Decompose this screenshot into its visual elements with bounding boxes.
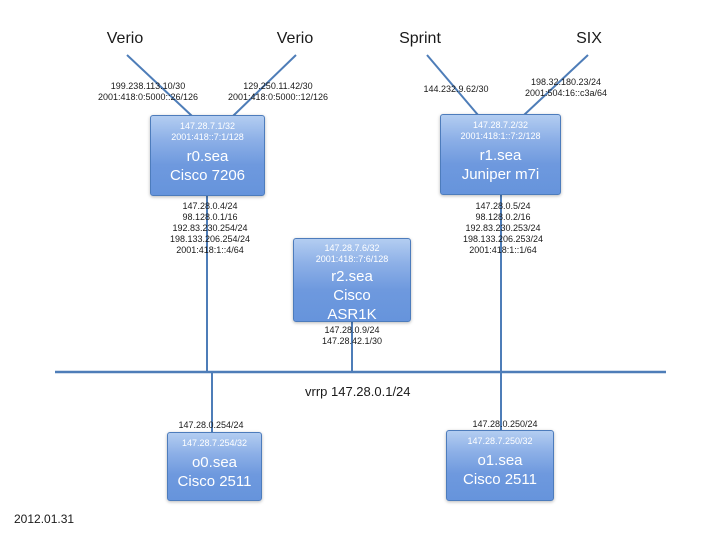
router-hostname: o0.sea [191,454,238,471]
loopback-address: 2001:418:1::7:2/128 [460,131,541,141]
address-line: 144.232.9.62/30 [423,84,489,94]
address-line: 199.238.113.10/30 [110,81,186,91]
uplink-addresses-sprint: 144.232.9.62/30 [423,84,488,95]
r1-interface-addresses: 147.28.0.5/24 98.128.0.2/16 192.83.230.2… [463,201,543,256]
uplink-label-six: SIX [576,30,602,47]
address-line: 2001:418:0:5000::26/126 [97,92,199,102]
router-r1-box: 147.28.7.2/32 2001:418:1::7:2/128 r1.sea… [440,114,561,195]
loopback-address: 2001:418::7:6/128 [315,254,389,264]
console-o1-box: 147.28.7.250/32 o1.sea Cisco 2511 [446,430,554,501]
address-line: 198.32.180.23/24 [530,77,602,87]
r0-interface-addresses: 147.28.0.4/24 98.128.0.1/16 192.83.230.2… [170,201,250,256]
router-hostname: r0.sea [186,148,229,165]
o1-lan-address: 147.28.0.250/24 [472,419,538,429]
address-line: 129.250.11.42/30 [243,81,313,91]
address-line: 2001:418:1::1/64 [469,245,537,255]
address-line: 147.28.0.5/24 [475,201,531,211]
link-verio1-r0 [126,54,193,117]
loopback-address: 147.28.7.254/32 [181,438,248,448]
uplink-label-verio-2: Verio [276,30,314,47]
router-model: Juniper m7i [461,166,540,183]
loopback-address: 147.28.7.250/32 [467,436,533,446]
loopback-address: 147.28.7.6/32 [324,243,380,253]
loopback-address: 147.28.7.2/32 [472,120,529,130]
uplink-label-sprint: Sprint [399,30,441,47]
uplink-addresses-verio-2: 129.250.11.42/30 2001:418:0:5000::12/126 [228,81,328,103]
address-line: 2001:504:16::c3a/64 [524,88,608,98]
uplink-addresses-six: 198.32.180.23/24 2001:504:16::c3a/64 [525,77,607,99]
router-hostname: r2.sea [331,268,373,285]
router-model: Cisco 2511 [177,473,252,490]
address-line: 192.83.230.254/24 [172,223,248,233]
address-line: 192.83.230.253/24 [465,223,541,233]
address-line: 98.128.0.1/16 [182,212,238,222]
link-sprint-r1 [426,54,479,116]
address-line: 147.28.0.4/24 [182,201,238,211]
console-o0-box: 147.28.7.254/32 o0.sea Cisco 2511 [167,432,262,501]
address-line: 147.28.42.1/30 [321,336,383,346]
link-six-r1 [523,54,589,116]
r2-interface-addresses: 147.28.0.9/24 147.28.42.1/30 [322,325,382,347]
router-hostname: o1.sea [477,452,523,469]
address-line: 98.128.0.2/16 [475,212,531,222]
uplink-addresses-verio-1: 199.238.113.10/30 2001:418:0:5000::26/12… [98,81,198,103]
diagram-date: 2012.01.31 [14,512,75,526]
address-line: 2001:418:1::4/64 [176,245,244,255]
router-r2-box: 147.28.7.6/32 2001:418::7:6/128 r2.sea C… [293,238,411,323]
loopback-address: 2001:418::7:1/128 [171,132,244,142]
vrrp-lan-label: vrrp 147.28.0.1/24 [305,384,411,399]
address-line: 198.133.206.254/24 [169,234,251,244]
loopback-address: 147.28.7.1/32 [179,121,236,131]
router-model: Cisco 2511 [463,471,537,488]
router-hostname: r1.sea [479,147,522,164]
uplink-label-verio-1: Verio [106,30,144,47]
router-model: Cisco 7206 [169,167,246,184]
address-line: 2001:418:0:5000::12/126 [227,92,329,102]
router-model: Cisco [333,287,371,304]
link-verio2-r0 [232,54,297,117]
router-r0-box: 147.28.7.1/32 2001:418::7:1/128 r0.sea C… [150,115,265,196]
address-line: 147.28.0.9/24 [324,325,380,335]
o0-lan-address: 147.28.0.254/24 [178,420,244,430]
router-model: ASR1K [327,306,377,323]
address-line: 198.133.206.253/24 [462,234,544,244]
